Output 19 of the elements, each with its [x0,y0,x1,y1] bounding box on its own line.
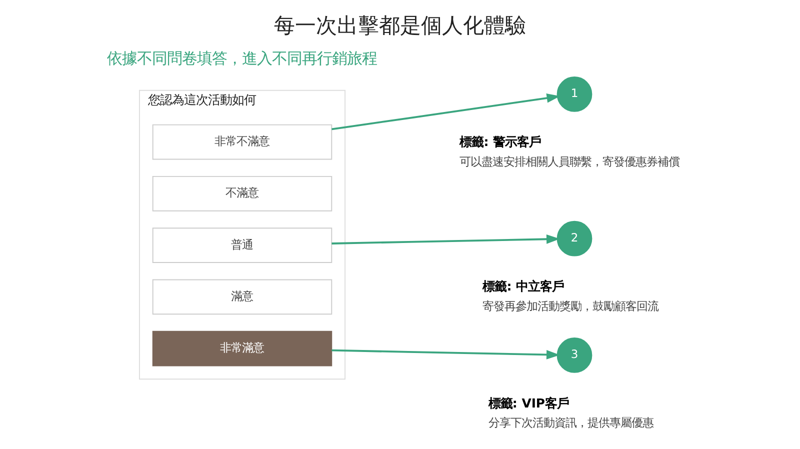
node-box: 非常不滿意 [152,124,332,160]
node-circle: 3 [556,338,592,373]
node-label: 標籤: VIP客戶 [488,395,570,410]
label: 依據不同問卷填答，進入不同再行銷旅程 [107,49,378,68]
node-circle: 2 [556,220,592,256]
node-label: 標籤: 警示客戶 [460,134,542,150]
arrow [332,93,560,130]
arrow [332,234,560,244]
node-label: 標籤: 中立客戶 [482,278,564,294]
node-label: 可以盡速安排相關人員聯繫，寄發優惠券補償 [460,154,680,169]
node-label: 寄發再參加活動獎勵，鼓勵顧客回流 [482,298,659,313]
node-box: 普通 [152,228,332,263]
node-box: 非常滿意 [152,330,332,366]
arrow [332,349,560,360]
diagram-title: 每一次出擊都是個人化體驗 [274,12,526,38]
node-circle: 1 [556,76,592,112]
node-label: 分享下次活動資訊，提供專屬優惠 [488,416,654,430]
node-box: 滿意 [152,279,332,315]
node-box: 不滿意 [152,176,332,212]
